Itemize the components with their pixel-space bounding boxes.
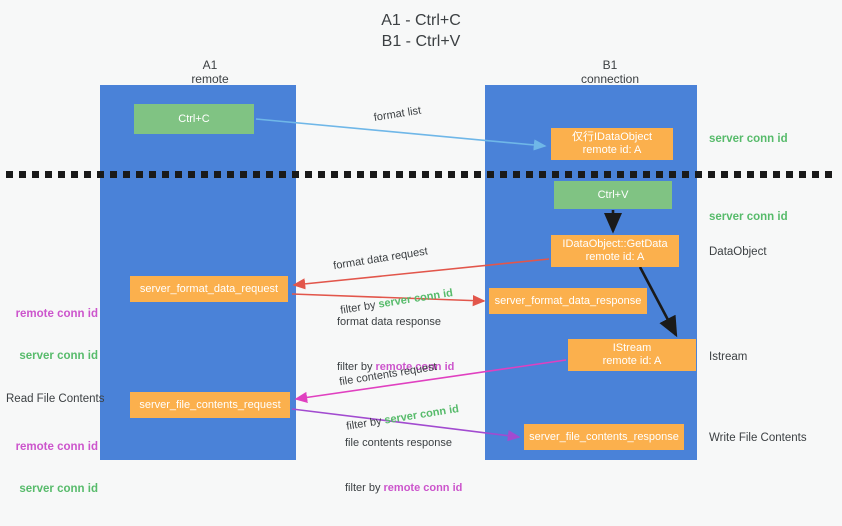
label-write-file-contents: Write File Contents [709,432,807,444]
node-idataobject[interactable]: 仅行IDataObject remote id: A [551,128,673,160]
node-ctrl-v[interactable]: Ctrl+V [554,181,672,209]
label-server-conn-id-1: server conn id [19,350,98,362]
label-remote-conn-id-1: remote conn id [15,308,98,320]
diagram-title: A1 - Ctrl+C B1 - Ctrl+V [381,12,461,50]
label-remote-conn-id-2: remote conn id [15,441,98,453]
node-server-file-contents-response[interactable]: server_file_contents_response [524,424,684,450]
label-group-format: remote conn id server conn id [8,279,98,391]
node-server-file-contents-request[interactable]: server_file_contents_request [130,392,290,418]
node-idataobject-getdata[interactable]: IDataObject::GetData remote id: A [551,235,679,267]
filter-prefix: filter by [337,361,376,373]
label-group-file: remote conn id server conn id [8,412,98,524]
node-server-format-data-request[interactable]: server_format_data_request [130,276,288,302]
filter-value: remote conn id [375,361,455,373]
label-server-conn-id-second: server conn id [709,211,788,223]
label-server-conn-id-2: server conn id [19,483,98,495]
caption-line-primary: file contents response [345,437,453,449]
filter-value: remote conn id [383,482,463,494]
diagram-canvas: A1 - Ctrl+C B1 - Ctrl+V A1 remote B1 con… [6,12,836,495]
caption-format-data-response: format data response filter by remote co… [337,285,454,405]
label-server-conn-id-top: server conn id [709,133,788,145]
caption-format-list: format list [372,104,422,124]
caption-line-filter: filter by remote conn id [345,481,462,496]
column-header-a1: A1 remote [191,58,229,86]
label-dataobject: DataObject [709,246,767,258]
caption-file-contents-response: file contents response filter by remote … [345,406,462,526]
caption-line-filter: filter by remote conn id [337,360,454,375]
filter-prefix: filter by [345,482,384,494]
caption-line-primary: format data request [332,245,429,273]
column-header-b1: B1 connection [580,58,640,86]
label-istream: Istream [709,351,748,363]
node-ctrl-c[interactable]: Ctrl+C [134,104,254,134]
label-read-file-contents: Read File Contents [6,393,105,405]
caption-line-primary: file contents request [338,360,438,389]
caption-line-primary: format data response [337,316,441,328]
node-server-format-data-response[interactable]: server_format_data_response [489,288,647,314]
node-istream[interactable]: IStream remote id: A [568,339,696,371]
dashed-divider [6,171,836,178]
